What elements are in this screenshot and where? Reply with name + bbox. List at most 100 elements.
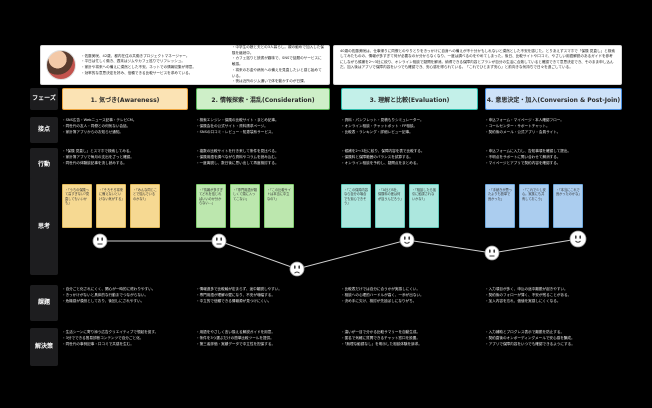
persona-profile-bullet: ・家計や将来への備えに漠然とした不安。ネットでの情報収集が得意。 — [81, 65, 196, 69]
sticky-note[interactable]: ・「専門用語が難しくて頭に入ってこない」 — [230, 184, 260, 228]
bullet-item: ・「無理な勧誘なし」を明示した相談体験を訴求。 — [341, 341, 422, 346]
bullet-item: ・生活シーンに寄り添う広告クリエイティブで想起を促す。 — [62, 330, 159, 334]
bullet-item: ・候補を2〜3社に絞り、保障内容を表で比較する。 — [341, 149, 425, 153]
bullet-item: ・アプリで保障内容をいつでも確認できるようにする。 — [485, 341, 575, 346]
bullet-item: ・複数の比較サイトを行き来して条件を見比べる。 — [196, 149, 279, 153]
bullet-item: ・保険用語を調べながら資料やコラムを読み込む。 — [196, 154, 279, 159]
sticky-note[interactable]: ・「うちの保険って高すぎない?見直してもいいかも」 — [62, 184, 92, 228]
thoughts-notes-col3[interactable]: ・「この保障内容なら自分の場合でも安心できそう」・「A社とB社、保険料の差は何が… — [341, 184, 478, 228]
persona-lifestyle-bullet: ・将来のお金や病気への備えを見直したいと感じ始めている。 — [231, 67, 322, 78]
scenario-card[interactable]: 40歳の佐藤美咲は、仕事帰りに同僚とのやりとりをきっかけに自身への備えが不十分か… — [333, 45, 622, 85]
persona-lifestyle-bullet: ・中学生の娘と夫との3人暮らし。親の勧めで加入した保険を継続中。 — [231, 44, 324, 55]
touchpoints-col3: ・資料・パンフレット・見積もりシミュレーター。・オンライン相談・チャットボット・… — [341, 118, 478, 135]
bullet-item: ・同世代の友人・同僚との何気ない会話。 — [62, 123, 131, 128]
row-label-thoughts: 思考 — [30, 178, 58, 275]
emotion-curve-points — [92, 230, 587, 277]
bullet-item: ・家計簿アプリで毎月の支出をざっと確認。 — [62, 154, 134, 159]
row-label-solutions: 解決策 — [30, 328, 58, 366]
solutions-col2: ・用語をやさしく言い換える解説ガイドを用意。・条件を3つ選ぶだけの簡単比較ツール… — [196, 330, 330, 347]
bullet-item: ・加入内容を忘れ、価値を実感しにくくなる。 — [485, 298, 561, 303]
bullet-item: ・比較表だけでは自分に合うかが実感しにくい。 — [341, 287, 420, 291]
bullet-item: ・違いが一目で分かる比較サマリーを自動生成。 — [341, 330, 421, 334]
bullet-item: ・申込フォームに入力し、告知事項を確認して提出。 — [485, 149, 572, 153]
issues-col3: ・比較表だけでは自分に合うかが実感しにくい。・相談への心理的ハードルが高く、一歩… — [341, 287, 478, 304]
sticky-note[interactable]: ・「この比較サイトは本当に中立なの?」 — [264, 184, 294, 228]
emotion-face-neutral[interactable] — [211, 233, 227, 249]
sticky-note[interactable]: ・「A社とB社、保険料の差は何が違うんだろう」 — [375, 184, 405, 228]
thoughts-notes-col2[interactable]: ・「情報が多すぎてどれを信じればいいのか分からない…」・「専門用語が難しくて頭に… — [196, 184, 330, 228]
bullet-item: ・一度离脱し、数日後に思い出して再度検討する。 — [196, 160, 279, 165]
solutions-col1: ・生活シーンに寄り添う広告クリエイティブで想起を促す。・3分でできる簡易診断コン… — [62, 330, 188, 347]
bullet-item: ・3分でできる簡易診断コンテンツで自分ごと化。 — [62, 335, 144, 340]
bullet-item: ・契約直後のオンボーディングメールで安心感を醸成。 — [485, 335, 575, 340]
bullet-item: ・入力補助とプログレス表示で離脱を防止する。 — [485, 330, 565, 334]
sticky-note[interactable]: ・「これで少し安心。家族にも共有しておこう」 — [519, 184, 549, 228]
bullet-item: ・検索エンジン・保険の比較サイト・まとめ記事。 — [196, 118, 279, 122]
bullet-item: ・契約後のフォローが薄く、不安が残ることがある。 — [485, 292, 572, 297]
row-label-phase: フェーズ — [30, 88, 58, 110]
bullet-item: ・情報過多で比較軸が定まらず、途中離脱しやすい。 — [196, 287, 282, 291]
solutions-col3: ・違いが一目で分かる比較サマリーを自動生成。・匿名で気軽に質問できるチャット窓口… — [341, 330, 478, 347]
bullet-item: ・契約後のメール・公式アプリ・会員サイト。 — [485, 129, 561, 134]
actions-col1: ・「保険 見直し」とスマホで検索してみる。・家計簿アプリで毎月の支出をざっと確認… — [62, 149, 188, 166]
sticky-note[interactable]: ・「手続きが思ったよりも簡単で良かった」 — [485, 184, 515, 228]
thoughts-notes-col4[interactable]: ・「手続きが思ったよりも簡単で良かった」・「これで少し安心。家族にも共有しておこ… — [485, 184, 622, 228]
bullet-item: ・中立的で信頼できる情報源が見つけにくい。 — [196, 298, 272, 303]
phase-header-conversion[interactable]: 4. 意思決定・加入(Conversion & Post-Join) — [485, 88, 622, 110]
bullet-item: ・入力項目が多く、申込の途中離脱が起きやすい。 — [485, 287, 568, 291]
sticky-note[interactable]: ・「この保障内容なら自分の場合でも安心できそう」 — [341, 184, 371, 228]
issues-col2: ・情報過多で比較軸が定まらず、途中離脱しやすい。・専門用語が理解の壁になり、不安… — [196, 287, 330, 304]
bullet-item: ・SNS広告・Webニュース記事・テレビCM。 — [62, 118, 137, 122]
emotion-face-happy[interactable] — [399, 232, 415, 248]
persona-profile-list: ・佐藤美咲、42歳、都内在住の共働きプロジェクトマネージャー。・平日は忙しく働き… — [81, 54, 227, 77]
persona-profile-bullet: ・平日は忙しく働き、週末はジムやカフェ巡りでリフレッシュ。 — [81, 59, 185, 64]
bullet-item: ・専門用語が理解の壁になり、不安が増幅する。 — [196, 292, 275, 297]
bullet-item: ・「保険 見直し」とスマホで検索してみる。 — [62, 149, 134, 153]
sticky-note[interactable]: ・「情報が多すぎてどれを信じればいいのか分からない…」 — [196, 184, 226, 228]
bullet-item: ・同世代の体験談記事を流し読みする。 — [62, 160, 127, 165]
bullet-item: ・資料・パンフレット・見積もりシミュレーター。 — [341, 118, 424, 122]
bullet-item: ・自分ごと化されにくく、関心が一時的に終わりやすい。 — [62, 287, 156, 291]
bullet-item: ・危機感が漠然としており、後回しにされやすい。 — [62, 298, 145, 303]
bullet-item: ・同世代の事例記事・口コミで共感を生む。 — [62, 341, 134, 346]
sticky-note[interactable]: ・「相談したら強引に勧誘されないかな?」 — [409, 184, 439, 228]
row-label-touchpoints: 接点 — [30, 117, 58, 143]
bullet-item: ・第三者評価・実績データで中立性を担保する。 — [196, 341, 276, 346]
solutions-col4: ・入力補助とプログレス表示で離脱を防止する。・契約直後のオンボーディングメールで… — [485, 330, 622, 347]
thoughts-notes-col1[interactable]: ・「うちの保険って高すぎない?見直してもいいかも」・「そろそろ将来に備えないとい… — [62, 184, 188, 228]
bullet-item: ・匿名で気軽に質問できるチャット窓口を設置。 — [341, 335, 420, 340]
actions-col4: ・申込フォームに入力し、告知事項を確認して提出。・不明点をサポートに問い合わせて… — [485, 149, 622, 166]
bullet-item: ・保険会社の公式サイト・資料請求ページ。 — [196, 123, 268, 128]
emotion-face-neutral[interactable] — [484, 245, 500, 261]
bullet-item: ・用語をやさしく言い換える解説ガイドを用意。 — [196, 330, 275, 334]
issues-col1: ・自分ごと化されにくく、関心が一時的に終わりやすい。・きっかけがないと具体的な行… — [62, 287, 188, 304]
phase-header-evaluation[interactable]: 3. 理解と比較(Evaluation) — [341, 88, 478, 110]
emotion-face-happy[interactable] — [569, 230, 587, 248]
emotion-curve-line — [100, 238, 579, 270]
persona-profile-bullet: ・佐藤美咲、42歳、都内在住の共働きプロジェクトマネージャー。 — [81, 53, 190, 58]
actions-col2: ・複数の比較サイトを行き来して条件を見比べる。・保険用語を調べながら資料やコラム… — [196, 149, 330, 166]
sticky-note[interactable]: ・「みんな同じことで悩んでいるのかな?」 — [130, 184, 160, 228]
emotion-face-neutral[interactable] — [92, 233, 108, 249]
phase-header-consideration[interactable]: 2. 情報探索・混乱(Consideration) — [196, 88, 330, 110]
actions-col3: ・候補を2〜3社に絞り、保障内容を表で比較する。・保険料と保障範囲のバランスを試… — [341, 149, 478, 166]
sticky-note[interactable]: ・「本当にこれで良かったのかな」 — [553, 184, 583, 228]
row-label-issues: 課題 — [30, 285, 58, 321]
bullet-item: ・不明点をサポートに問い合わせて解消する。 — [485, 154, 561, 159]
bullet-item: ・コールセンター・サポートチャット。 — [485, 123, 550, 128]
bullet-item: ・SNSの口コミ・レビュー・知恵袋系サービス。 — [196, 129, 276, 134]
scenario-text: 40歳の佐藤美咲は、仕事帰りに同僚とのやりとりをきっかけに自身への備えが不十分か… — [340, 49, 615, 70]
persona-card[interactable]: ・佐藤美咲、42歳、都内在住の共働きプロジェクトマネージャー。・平日は忙しく働き… — [40, 45, 330, 85]
bullet-item: ・マイページとアプリで契約内容を確認する。 — [485, 160, 561, 165]
persona-lifestyle-bullet: ・カフェ巡りと読書が趣味で、SNSで話題のサービスに敏感。 — [231, 56, 322, 67]
persona-profile-bullet: ・効率的な意思決定を好み、信頼できる比較サービスを求めている。 — [81, 70, 193, 75]
persona-lifestyle-list: ・中学生の娘と夫との3人暮らし。親の勧めで加入した保険を継続中。・カフェ巡りと読… — [232, 45, 324, 85]
touchpoints-col2: ・検索エンジン・保険の比較サイト・まとめ記事。・保険会社の公式サイト・資料請求ペ… — [196, 118, 330, 135]
bullet-item: ・申込フォーム・マイページ・本人確認フロー。 — [485, 118, 564, 122]
sticky-note[interactable]: ・「そろそろ将来に備えないといけない気がする」 — [96, 184, 126, 228]
phase-header-awareness[interactable]: 1. 気づき(Awareness) — [62, 88, 188, 110]
bullet-item: ・オンライン相談・チャットボット・FP相談。 — [341, 123, 418, 128]
touchpoints-col1: ・SNS広告・Webニュース記事・テレビCM。・同世代の友人・同僚との何気ない会… — [62, 118, 188, 135]
emotion-face-sad[interactable] — [289, 261, 305, 277]
